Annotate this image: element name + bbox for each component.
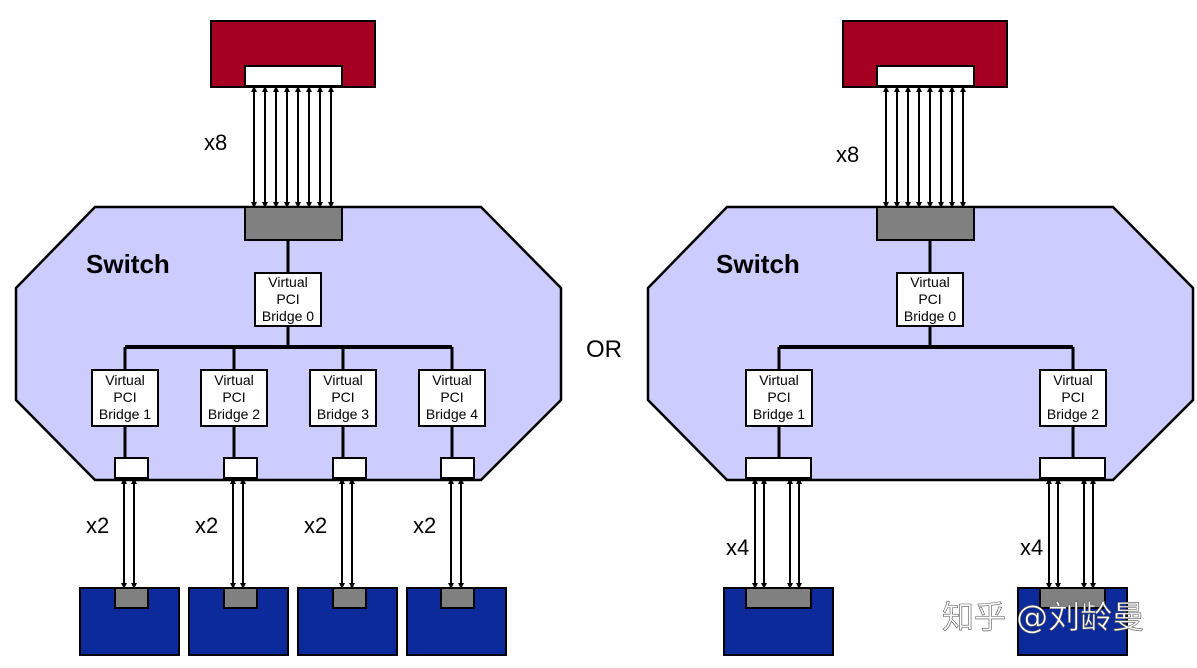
left-bridge-3-line1: Virtual [323,372,362,388]
left-downstream-port-1 [114,457,149,479]
right-downstream-link-2 [1046,478,1096,589]
watermark: 知乎 @刘龄曼 [942,598,1144,636]
or-separator: OR [586,336,622,363]
right-bridge-1-line1: Virtual [759,372,798,388]
left-downstream-1: Virtual PCI Bridge 1 x2 [79,347,180,656]
left-root-port [244,65,343,87]
left-upstream-link [251,86,334,208]
right-upstream-port [876,206,975,241]
left-bridge-1-line3: Bridge 1 [99,406,151,422]
right-switch-label: Switch [716,249,800,279]
left-bridge-2-line1: Virtual [214,372,253,388]
right-bridge-0: Virtual PCI Bridge 0 [896,272,964,327]
left-downstream-lanes-3: x2 [304,513,327,538]
left-downstream-2: Virtual PCI Bridge 2 x2 [188,347,289,656]
left-downstream-lanes-4: x2 [413,513,436,538]
right-diagram: x8 Switch Virtual PCI Bridge 0 Virtual P… [646,20,1195,656]
left-bridge-4-line1: Virtual [432,372,471,388]
left-downstream-4: Virtual PCI Bridge 4 x2 [406,347,507,656]
left-downstream-link-3 [339,478,355,589]
left-bridge-3-line2: PCI [331,389,354,405]
right-downstream-2: Virtual PCI Bridge 2 x4 [1017,347,1128,656]
right-downstream-lanes-2: x4 [1020,535,1043,560]
left-downstream-port-2 [223,457,258,479]
left-bridge-0-line1: Virtual [268,274,307,290]
right-bridge-1-line2: PCI [767,389,790,405]
right-endpoint-port-1 [745,587,812,609]
left-bridge-2-line2: PCI [222,389,245,405]
right-bridge-2-line1: Virtual [1053,372,1092,388]
left-endpoint-port-4 [440,587,475,609]
right-switch-body [646,205,1195,482]
left-downstream-port-3 [332,457,367,479]
left-downstream-link-2 [230,478,246,589]
right-bridge-0-line2: PCI [918,291,941,307]
left-bridge-0-line2: PCI [276,291,299,307]
left-endpoint-1 [79,587,180,656]
left-bridge-4-line2: PCI [440,389,463,405]
right-downstream-port-2 [1039,457,1106,479]
left-downstream-link-1 [121,478,137,589]
left-downstream-lanes-2: x2 [195,513,218,538]
right-downstream-1: Virtual PCI Bridge 1 x4 [723,347,834,656]
left-downstream-link-4 [448,478,464,589]
right-bridge-2-line3: Bridge 2 [1047,406,1099,422]
left-bridge-0: Virtual PCI Bridge 0 [254,272,322,327]
left-bridge-1-line1: Virtual [105,372,144,388]
right-bridge-0-line3: Bridge 0 [904,308,956,324]
left-bridge-0-line3: Bridge 0 [262,308,314,324]
left-endpoint-port-2 [223,587,258,609]
right-bridge-1-line3: Bridge 1 [753,406,805,422]
left-bridge-2-line3: Bridge 2 [208,406,260,422]
left-downstream-port-4 [440,457,475,479]
left-switch-label: Switch [86,249,170,279]
right-upstream-link [883,86,966,208]
right-upstream-lanes: x8 [836,142,859,167]
right-bridge-0-line1: Virtual [910,274,949,290]
right-downstream-port-1 [745,457,812,479]
left-endpoint-port-1 [114,587,149,609]
left-bridge-4-line3: Bridge 4 [426,406,478,422]
left-downstream-lanes-1: x2 [86,513,109,538]
left-bridge-3-line3: Bridge 3 [317,406,369,422]
left-bridge-1-line2: PCI [113,389,136,405]
left-diagram: x8 Switch Virtual PCI Bridge 0 Virtual P… [14,20,563,656]
left-upstream-lanes: x8 [204,130,227,155]
right-bridge-2-line2: PCI [1061,389,1084,405]
right-endpoint-port-2 [1039,587,1106,609]
left-upstream-port [244,206,343,241]
right-root-port [876,65,975,87]
left-endpoint-port-3 [332,587,367,609]
left-downstream-3: Virtual PCI Bridge 3 x2 [297,347,398,656]
right-downstream-lanes-1: x4 [726,535,749,560]
right-downstream-link-1 [752,478,802,589]
